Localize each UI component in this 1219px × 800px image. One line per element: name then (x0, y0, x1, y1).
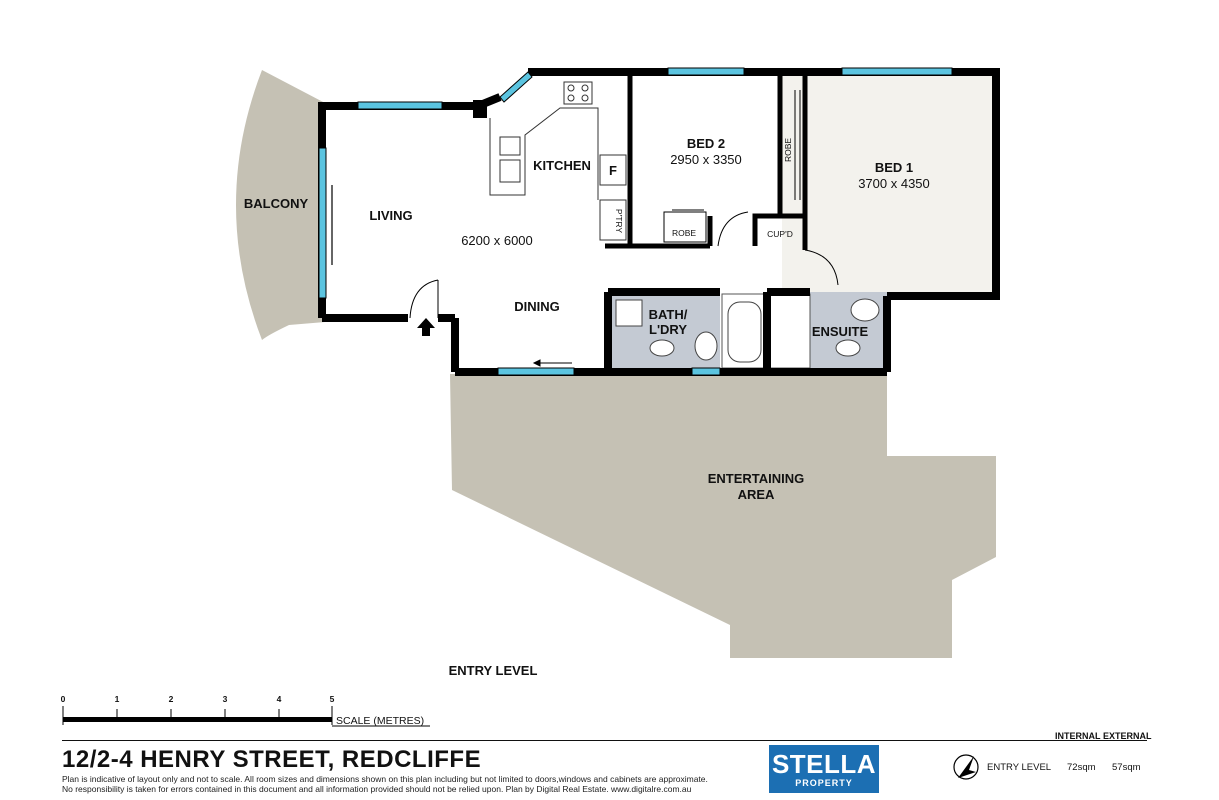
bath-label-line2: L'DRY (649, 322, 687, 337)
agency-logo: STELLA PROPERTY (769, 745, 879, 793)
scale-tick-2: 2 (169, 694, 174, 704)
kitchen-label: KITCHEN (533, 158, 591, 173)
internal-area: 72sqm (1067, 762, 1096, 773)
wall-pier (473, 100, 487, 118)
living-label: LIVING (369, 208, 412, 223)
robe-bed2-label: ROBE (672, 228, 696, 238)
doors (409, 211, 839, 319)
robe-details (663, 90, 801, 243)
kitchen-benches (489, 81, 627, 241)
scale-tick-4: 4 (277, 694, 282, 704)
agency-name: STELLA (771, 749, 877, 779)
bathroom-fixtures (615, 298, 880, 363)
pantry-label: P'TRY (614, 209, 624, 233)
entertaining-label-line1: ENTERTAINING (708, 471, 805, 486)
scale-tick-5: 5 (330, 694, 335, 704)
level-label: ENTRY LEVEL (449, 663, 538, 678)
internal-heading: INTERNAL (1055, 731, 1101, 741)
entertaining-label-line2: AREA (738, 487, 775, 502)
disclaimer-line-2: No responsibility is taken for errors co… (62, 784, 692, 794)
footer-divider (62, 740, 1147, 741)
entertaining-area (450, 374, 996, 658)
bed2-label: BED 2 (687, 136, 725, 151)
fridge-label: F (609, 163, 617, 178)
scale-bar: 0 1 2 3 4 5 SCALE (METRES) (61, 694, 430, 727)
disclaimer: Plan is indicative of layout only and no… (62, 774, 708, 794)
scale-label: SCALE (METRES) (336, 715, 424, 727)
sliding-arrow-icon (532, 359, 572, 367)
dining-label: DINING (514, 299, 560, 314)
disclaimer-line-1: Plan is indicative of layout only and no… (62, 774, 708, 784)
scale-tick-3: 3 (223, 694, 228, 704)
living-dims: 6200 x 6000 (461, 233, 533, 248)
legend-level: ENTRY LEVEL (987, 762, 1052, 773)
balcony-area (236, 70, 325, 340)
robe-bed1-label: ROBE (783, 138, 793, 162)
living-floor (322, 72, 805, 370)
interior-walls (605, 72, 808, 250)
bed1-label: BED 1 (875, 160, 913, 175)
agency-sub: PROPERTY (795, 778, 853, 788)
bath-label-line1: BATH/ (649, 307, 688, 322)
shower-bath-right (766, 293, 811, 369)
property-address: 12/2-4 HENRY STREET, REDCLIFFE (62, 746, 482, 773)
bed2-dims: 2950 x 3350 (670, 152, 742, 167)
north-arrow-icon (953, 754, 979, 780)
external-heading: EXTERNAL (1103, 731, 1152, 741)
bed1-floor (782, 72, 996, 294)
cupd-label: CUP'D (767, 229, 793, 239)
windows (318, 67, 953, 376)
scale-tick-0: 0 (61, 694, 66, 704)
balcony-label: BALCONY (244, 196, 309, 211)
scale-tick-1: 1 (115, 694, 120, 704)
ensuite-label: ENSUITE (812, 324, 869, 339)
entry-arrow-icon (417, 318, 435, 336)
bed1-dims: 3700 x 4350 (858, 176, 930, 191)
external-area: 57sqm (1112, 762, 1141, 773)
